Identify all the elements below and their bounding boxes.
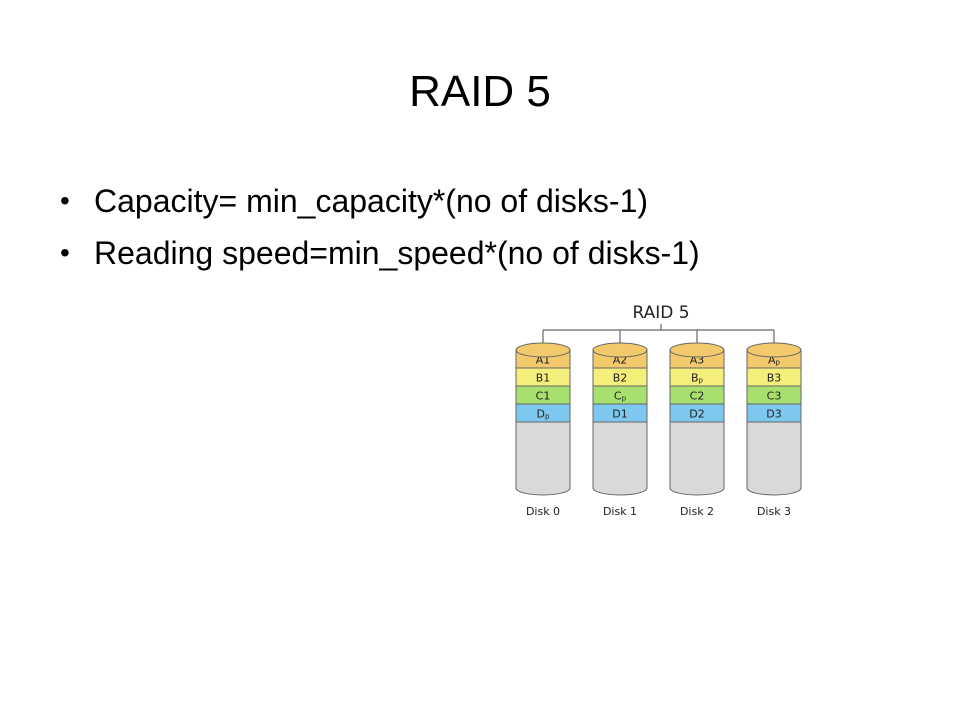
- disk-body: [746, 421, 802, 496]
- bullet-text: Reading speed=min_speed*(no of disks-1): [94, 235, 700, 271]
- bullet-list: • Capacity= min_capacity*(no of disks-1)…: [60, 175, 700, 279]
- bullet-text: Capacity= min_capacity*(no of disks-1): [94, 183, 649, 219]
- stripe-label: D3: [766, 408, 781, 421]
- disk-top-cap: [746, 342, 802, 358]
- stripe-label: D2: [689, 408, 704, 421]
- disk-top-cap: [669, 342, 725, 358]
- stripe-block: [592, 403, 648, 423]
- disk-label: Disk 2: [680, 505, 714, 518]
- stripe-block: [515, 403, 571, 423]
- disk-label: Disk 0: [526, 505, 560, 518]
- stripe-label: B1: [536, 372, 551, 385]
- stripe-block: [746, 403, 802, 423]
- stripe-label: C1: [536, 390, 551, 403]
- disk-body: [592, 421, 648, 496]
- slide-title: RAID 5: [409, 67, 551, 116]
- stripe-label: C3: [767, 390, 782, 403]
- diagram-title: RAID 5: [632, 303, 689, 323]
- disk-top-cap: [515, 342, 571, 358]
- disk-label: Disk 1: [603, 505, 637, 518]
- disk-top-cap: [592, 342, 648, 358]
- bullet-reading-speed: • Reading speed=min_speed*(no of disks-1…: [60, 227, 700, 279]
- disk-body: [515, 421, 571, 496]
- bullet-icon: •: [60, 237, 70, 268]
- disk-body: [669, 421, 725, 496]
- stripe-label: B2: [613, 372, 628, 385]
- disk-label: Disk 3: [757, 505, 791, 518]
- bullet-capacity: • Capacity= min_capacity*(no of disks-1): [60, 175, 700, 227]
- bullet-icon: •: [60, 185, 70, 216]
- stripe-label: D1: [612, 408, 627, 421]
- stripe-label: C2: [690, 390, 705, 403]
- stripe-block: [669, 403, 725, 423]
- stripe-label: B3: [767, 372, 782, 385]
